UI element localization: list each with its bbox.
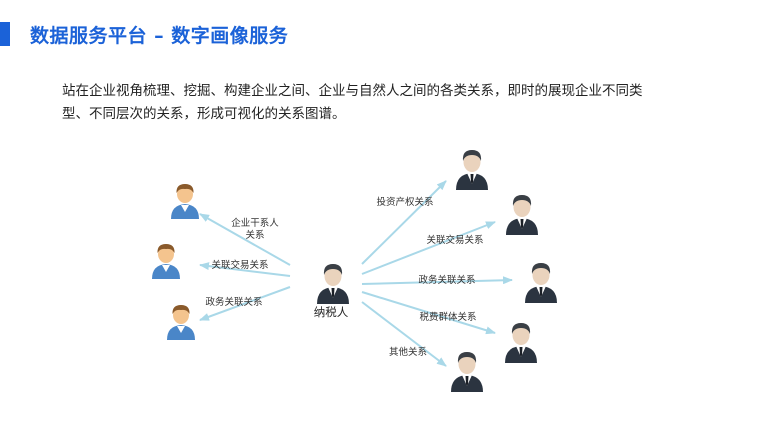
arrow-right-5: [361, 301, 447, 367]
left-relation-label-1: 企业干系人: [231, 217, 279, 229]
arrow-left-2: [199, 262, 291, 277]
arrow-right-1: [361, 180, 447, 265]
description: 站在企业视角梳理、挖掘、构建企业之间、企业与自然人之间的各类关系，即时的展现企业…: [62, 80, 732, 126]
employee-icon: [171, 184, 199, 219]
description-line-2: 型、不同层次的关系，形成可视化的关系图谱。: [62, 106, 346, 122]
left-relation-label-3: 政务关联关系: [205, 296, 262, 308]
left-relation-label-1-line2: 关系: [245, 229, 264, 241]
employee-icon: [167, 305, 195, 340]
title-accent-bar: [0, 22, 10, 46]
page-title: 数据服务平台 – 数字画像服务: [30, 25, 289, 47]
arrow-left-1: [199, 213, 291, 266]
right-relation-label-4: 税费群体关系: [419, 311, 476, 323]
businessman-icon: [506, 195, 538, 235]
taxpayer-icon: [317, 264, 349, 304]
arrow-right-4: [361, 291, 496, 335]
right-relation-label-1: 投资产权关系: [376, 196, 433, 208]
description-line-1: 站在企业视角梳理、挖掘、构建企业之间、企业与自然人之间的各类关系，即时的展现企业…: [62, 83, 643, 99]
arrow-right-3: [361, 276, 513, 285]
employee-icon: [152, 244, 180, 279]
businessman-icon: [451, 352, 483, 392]
center-label: 纳税人: [314, 305, 349, 319]
right-relation-label-3: 政务关联关系: [418, 274, 475, 286]
businessman-icon: [525, 263, 557, 303]
businessman-icon: [505, 323, 537, 363]
left-relation-label-2: 关联交易关系: [211, 259, 268, 271]
right-relation-label-5: 其他关系: [389, 346, 427, 358]
arrow-left-3: [199, 286, 291, 321]
businessman-icon: [456, 150, 488, 190]
right-relation-label-2: 关联交易关系: [426, 234, 483, 246]
arrow-right-2: [361, 221, 496, 275]
